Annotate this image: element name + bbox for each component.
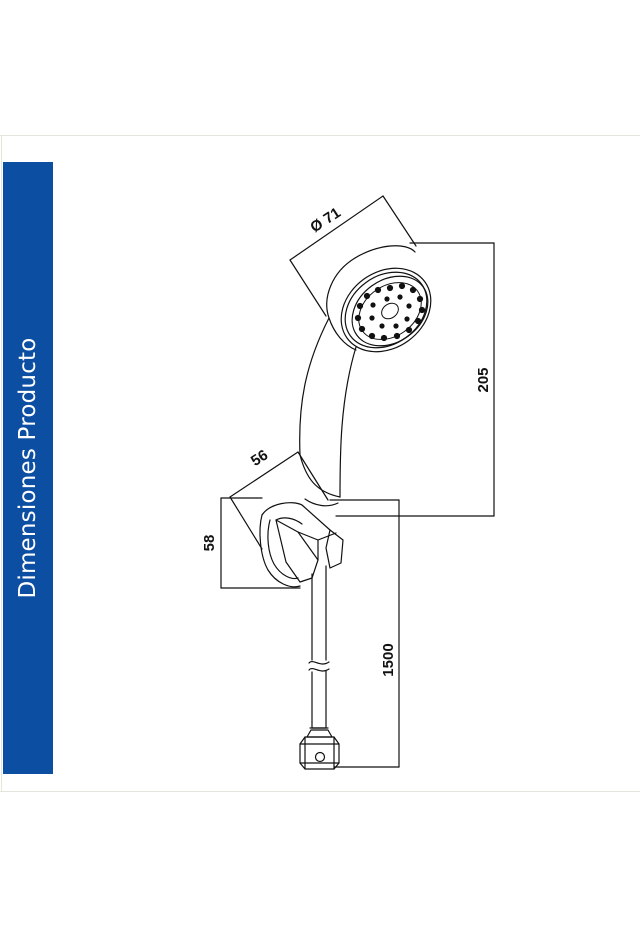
dimension-hose-length: 1500 — [329, 499, 400, 768]
shower-hose — [308, 565, 330, 729]
total-height-label: 205 — [475, 367, 492, 392]
wall-holder — [259, 502, 344, 588]
shower-head — [326, 245, 432, 353]
frame-bottom-line — [0, 791, 640, 792]
head-diameter-label: Ø 71 — [307, 204, 344, 236]
holder-height-label: 58 — [201, 535, 218, 552]
frame-left-line — [1, 135, 2, 791]
dimension-holder-width: 56 — [229, 447, 329, 550]
hose-nut — [299, 729, 340, 770]
frame-top-line — [0, 135, 640, 136]
holder-width-label: 56 — [248, 447, 271, 470]
dimension-total-height: 205 — [335, 242, 495, 517]
side-banner: Dimensiones Producto — [3, 162, 53, 774]
nozzle-dots — [354, 282, 426, 342]
dimension-head-diameter: Ø 71 — [289, 195, 417, 317]
hose-length-label: 1500 — [380, 643, 397, 676]
dimension-holder-height: 58 — [201, 497, 301, 589]
shower-handle — [299, 317, 357, 507]
